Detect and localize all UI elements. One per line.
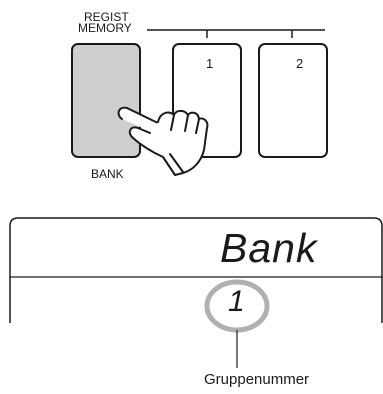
memory-label: MEMORY [78, 22, 132, 34]
memory-bracket [147, 30, 325, 38]
lcd-display-frame [10, 218, 382, 323]
group-number-caption: Gruppenummer [204, 372, 309, 387]
lcd-group-number: 1 [228, 287, 245, 317]
memory-button-2-label: 2 [296, 57, 303, 70]
memory-button-1-label: 1 [206, 57, 213, 70]
memory-button-2[interactable] [259, 44, 327, 157]
bank-label: BANK [91, 168, 124, 180]
bank-button[interactable] [72, 44, 140, 157]
lcd-display-text: Bank [220, 228, 317, 269]
